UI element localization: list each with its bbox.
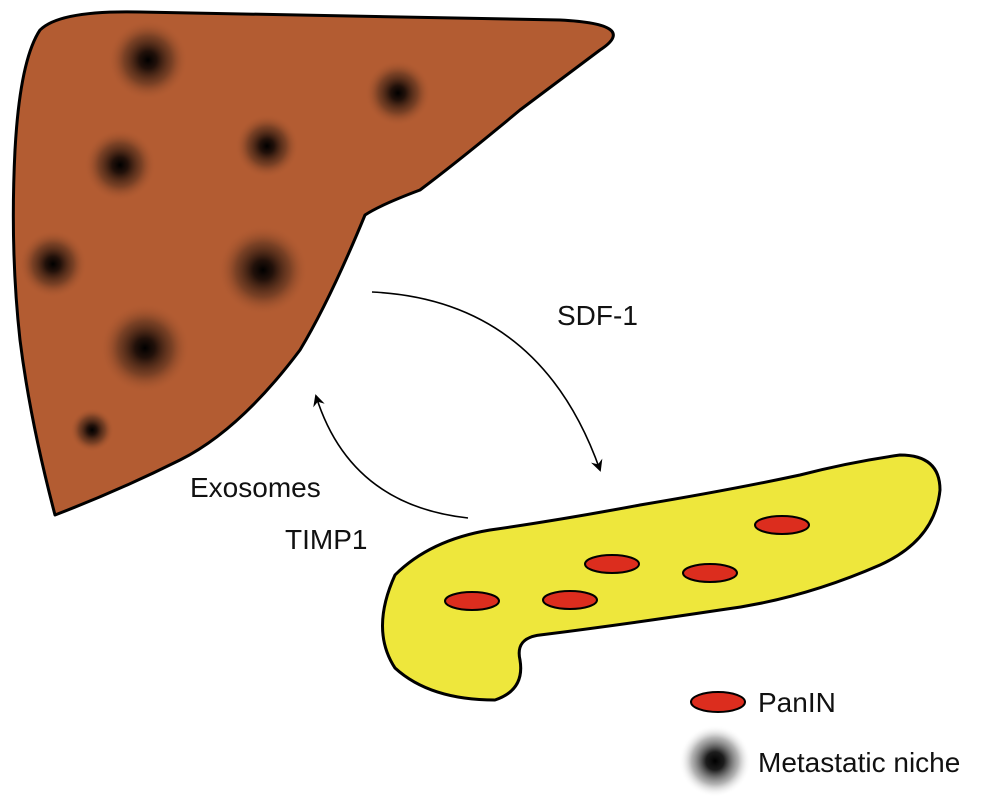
metastatic-niches — [19, 20, 431, 452]
legend-niche-label: Metastatic niche — [758, 747, 960, 778]
niche — [19, 230, 87, 298]
niche — [100, 303, 190, 393]
liver — [11, 10, 615, 517]
panin-lesion — [444, 591, 500, 611]
niche — [218, 225, 308, 315]
panin-lesions — [444, 515, 810, 611]
panin-lesion — [682, 563, 738, 583]
timp1-label: TIMP1 — [285, 524, 367, 555]
niche — [235, 114, 299, 178]
panin-lesion — [542, 590, 598, 610]
legend-panin-swatch — [690, 691, 746, 713]
sdf1-arrow — [371, 291, 603, 472]
panin-lesion — [754, 515, 810, 535]
sdf1-label: SDF-1 — [557, 300, 638, 331]
liver-shape — [11, 10, 615, 517]
niche — [108, 20, 188, 100]
exosome-arrow — [313, 394, 469, 519]
panin-lesion — [584, 554, 640, 574]
legend-panin-label: PanIN — [758, 687, 836, 718]
legend-niche-swatch — [679, 725, 751, 797]
exosomes-label: Exosomes — [190, 472, 321, 503]
niche — [365, 60, 431, 126]
niche — [84, 129, 156, 201]
legend: PanIN Metastatic niche — [679, 687, 960, 797]
pancreas — [381, 453, 942, 702]
niche — [70, 408, 114, 452]
pancreas-shape — [381, 453, 942, 702]
